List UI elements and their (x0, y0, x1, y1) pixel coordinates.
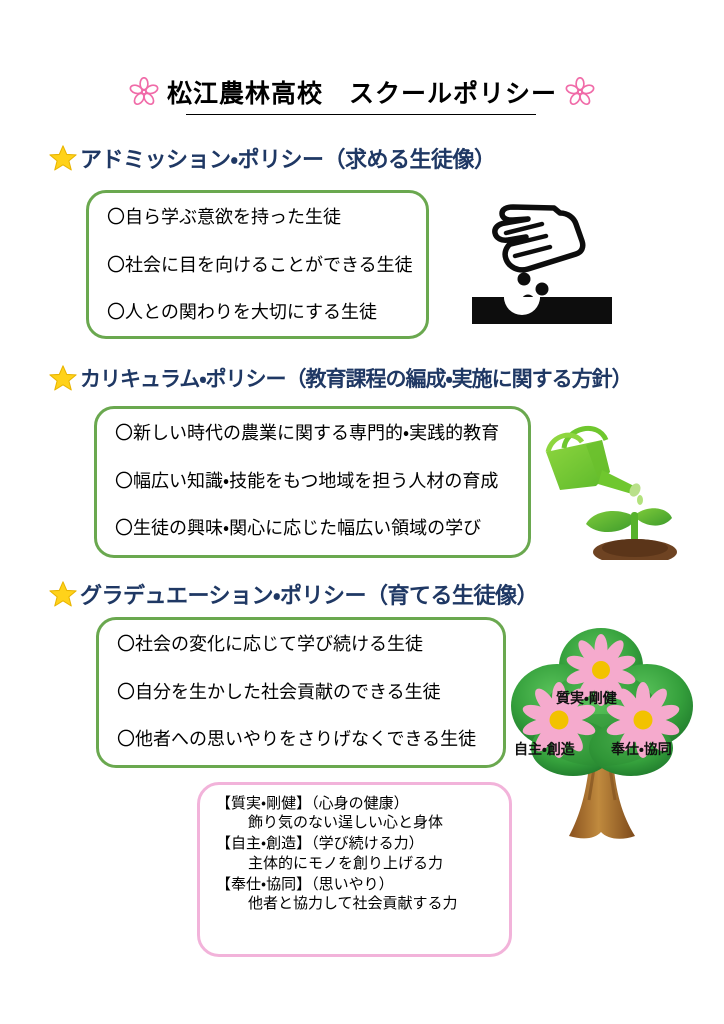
tree-label-shitsujitsu-gouken: 質実・剛健 (556, 690, 617, 706)
sakura-flower-icon-left (129, 76, 159, 107)
star-icon-curriculum (48, 363, 78, 393)
motto-box: 【質実・剛健】（心身の健康） 飾り気のない逞しい心と身体 【自主・創造】（学び続… (197, 782, 512, 957)
section-heading-curriculum: カリキュラム・ポリシー（教育課程の編成・実施に関する方針） (48, 363, 633, 393)
page-title-underline (186, 114, 536, 115)
star-icon-admission (48, 143, 78, 173)
section-heading-curriculum-label: カリキュラム・ポリシー（教育課程の編成・実施に関する方針） (80, 368, 633, 391)
policy-item: 〇社会に目を向けることができる生徒 (107, 254, 413, 275)
tree-label-jishu-souzou: 自主・創造 (514, 741, 575, 757)
section-heading-admission: アドミッション・ポリシー（求める生徒像） (48, 142, 496, 174)
motto-description: 主体的にモノを創り上げる力 (248, 854, 444, 872)
star-icon-graduation (48, 579, 78, 609)
section-heading-graduation-label: グラデュエーション・ポリシー（育てる生徒像） (80, 583, 539, 608)
page-title-row: 松江農林高校 スクールポリシー (0, 74, 724, 110)
motto-heading: 【質実・剛健】（心身の健康） (216, 795, 409, 812)
sakura-flower-icon-right (565, 76, 595, 107)
policy-box-admission: 〇自ら学ぶ意欲を持った生徒 〇社会に目を向けることができる生徒 〇人との関わりを… (86, 190, 429, 339)
hand-sowing-seeds-icon (462, 193, 622, 325)
motto-heading: 【自主・創造】（学び続ける力） (216, 835, 424, 853)
page-title: 松江農林高校 スクールポリシー (166, 80, 557, 108)
motto-description: 飾り気のない逞しい心と身体 (248, 814, 444, 832)
section-heading-graduation: グラデュエーション・ポリシー（育てる生徒像） (48, 578, 539, 610)
policy-item: 〇社会の変化に応じて学び続ける生徒 (117, 634, 423, 654)
policy-item: 〇生徒の興味・関心に応じた幅広い領域の学び (115, 518, 482, 539)
section-heading-admission-label: アドミッション・ポリシー（求める生徒像） (80, 147, 496, 172)
policy-item: 〇新しい時代の農業に関する専門的・実践的教育 (115, 423, 500, 443)
policy-item: 〇幅広い知識・技能をもつ地域を担う人材の育成 (115, 470, 499, 491)
policy-box-graduation: 〇社会の変化に応じて学び続ける生徒 〇自分を生かした社会貢献のできる生徒 〇他者… (96, 617, 506, 768)
motto-heading: 【奉仕・協同】（思いやり） (216, 875, 394, 893)
flowering-tree-icon (495, 608, 710, 848)
policy-item: 〇他者への思いやりをさりげなくできる生徒 (117, 729, 477, 750)
policy-item: 〇人との関わりを大切にする生徒 (107, 302, 377, 323)
watering-can-sprout-icon (540, 412, 690, 565)
motto-description: 他者と協力して社会貢献する力 (248, 894, 458, 912)
policy-item: 〇自ら学ぶ意欲を持った生徒 (107, 207, 341, 227)
policy-box-curriculum: 〇新しい時代の農業に関する専門的・実践的教育 〇幅広い知識・技能をもつ地域を担う… (94, 406, 531, 558)
tree-label-houshi-kyoudou: 奉仕・協同 (611, 741, 672, 757)
policy-item: 〇自分を生かした社会貢献のできる生徒 (117, 681, 441, 702)
